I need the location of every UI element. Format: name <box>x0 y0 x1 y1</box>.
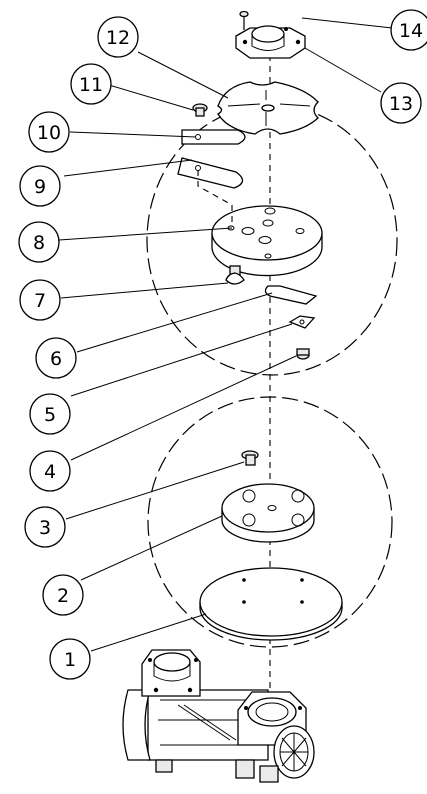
callout-6: 6 <box>35 337 77 379</box>
part-7-screw <box>225 265 245 285</box>
pump-body <box>122 649 315 783</box>
callout-label-5: 5 <box>44 404 56 426</box>
callout-7: 7 <box>19 279 61 321</box>
callout-2: 2 <box>42 574 84 616</box>
callout-label-4: 4 <box>44 461 56 483</box>
part-8-plate <box>211 205 323 277</box>
callout-5: 5 <box>29 393 71 435</box>
part-13-cap <box>235 25 306 59</box>
guide-line-9 <box>197 170 233 225</box>
callout-4: 4 <box>29 450 71 492</box>
part-14-screw <box>239 10 249 30</box>
callout-label-10: 10 <box>37 122 61 144</box>
upper-detail-ellipse <box>146 104 398 376</box>
callout-12: 12 <box>97 16 139 58</box>
part-5-square-plate <box>288 315 316 329</box>
leader-lines <box>58 17 393 652</box>
callout-label-11: 11 <box>79 74 103 96</box>
callout-label-3: 3 <box>39 517 51 539</box>
callout-label-2: 2 <box>57 585 69 607</box>
part-3-screw <box>241 450 259 466</box>
callout-11: 11 <box>70 63 112 105</box>
part-11-screw <box>192 103 208 117</box>
callout-label-14: 14 <box>399 20 423 42</box>
part-6-strip <box>264 285 318 305</box>
callout-label-7: 7 <box>34 290 46 312</box>
part-9-strip <box>177 157 244 189</box>
callout-14: 14 <box>390 9 427 51</box>
callout-10: 10 <box>28 111 70 153</box>
part-12-valve-plate <box>217 81 319 135</box>
callout-label-12: 12 <box>106 27 130 49</box>
part-2-plate <box>221 483 315 543</box>
callout-13: 13 <box>380 82 422 124</box>
callout-label-9: 9 <box>34 176 46 198</box>
part-4-nut <box>296 348 310 360</box>
callout-3: 3 <box>24 506 66 548</box>
callout-label-13: 13 <box>389 93 413 115</box>
callout-label-8: 8 <box>33 232 45 254</box>
part-1-disc <box>199 567 343 641</box>
callout-9: 9 <box>19 165 61 207</box>
part-10-strip <box>181 129 246 145</box>
callout-1: 1 <box>49 638 91 680</box>
callout-label-1: 1 <box>64 649 76 671</box>
callout-8: 8 <box>18 221 60 263</box>
callout-label-6: 6 <box>50 348 62 370</box>
